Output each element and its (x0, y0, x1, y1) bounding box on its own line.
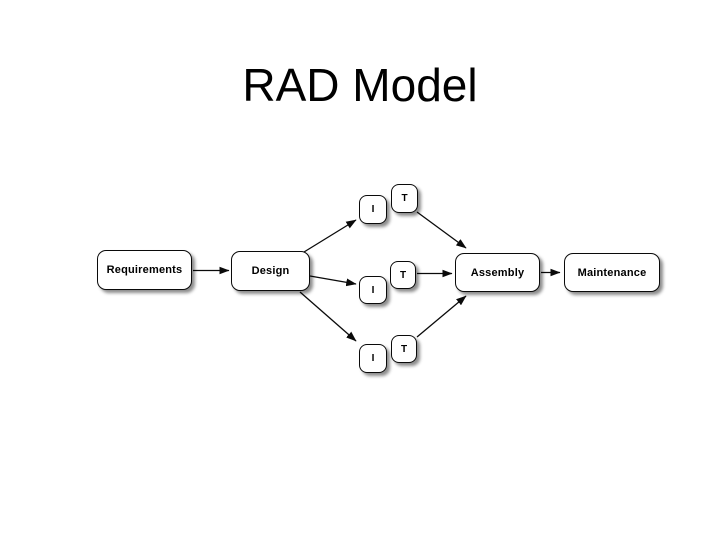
node-iterate-middle-label: I (371, 284, 375, 296)
node-assembly: Assembly (455, 253, 540, 292)
node-requirements-label: Requirements (106, 264, 183, 276)
node-maintenance: Maintenance (564, 253, 660, 292)
node-iterate-bottom-label: I (371, 353, 375, 364)
node-test-bottom: T (391, 335, 417, 363)
node-iterate-top: I (359, 195, 387, 224)
node-maintenance-label: Maintenance (577, 266, 647, 279)
node-test-middle-label: T (399, 269, 407, 281)
node-iterate-bottom: I (359, 344, 387, 373)
node-iterate-top-label: I (371, 204, 375, 215)
arrow-track-bottom-to-assembly (416, 295, 467, 338)
arrow-design-to-track-middle (309, 275, 357, 287)
node-test-bottom-label: T (400, 343, 408, 355)
node-test-top: T (391, 184, 418, 213)
node-iterate-middle: I (359, 276, 387, 304)
arrow-track-top-to-assembly (416, 211, 467, 249)
arrow-design-to-track-top (303, 219, 357, 253)
node-test-top-label: T (401, 193, 408, 204)
arrow-design-to-track-bottom (299, 291, 357, 342)
node-design: Design (231, 251, 310, 291)
node-assembly-label: Assembly (470, 266, 525, 279)
slide-title: RAD Model (242, 59, 478, 111)
node-design-label: Design (251, 265, 290, 277)
node-test-middle: T (390, 261, 416, 289)
node-requirements: Requirements (97, 250, 192, 290)
